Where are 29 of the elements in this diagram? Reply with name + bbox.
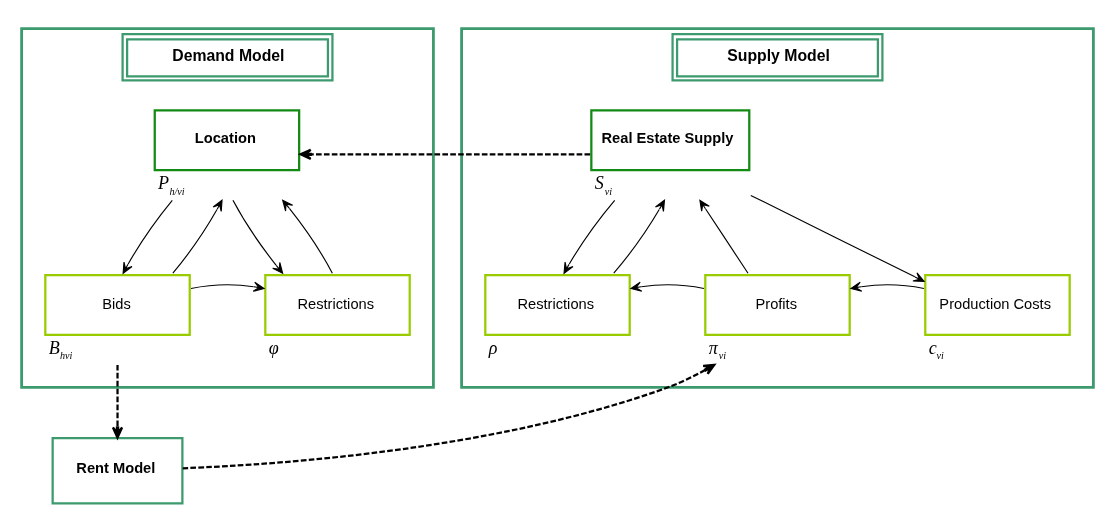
node-label: φ: [268, 337, 279, 358]
node-label: c$_{vi}$: [928, 337, 944, 361]
arrow: [190, 281, 265, 292]
arrow: [613, 199, 665, 274]
node-label: S$_{vi}$: [594, 172, 613, 197]
arrow: [699, 199, 749, 274]
arrow: [232, 199, 284, 274]
node-box: Profits: [704, 273, 851, 336]
arrow: [563, 199, 616, 274]
node-box: Rent Model: [51, 436, 184, 505]
arrow: [282, 199, 333, 274]
node-label: π$_{vi}$: [708, 337, 727, 361]
arrow: [630, 281, 705, 292]
arrow: [850, 281, 925, 292]
node-box: Location: [153, 108, 301, 171]
node-box: Production Costs: [924, 273, 1071, 336]
node-label: ρ: [488, 337, 498, 358]
node-box: Bids: [44, 273, 191, 336]
arrow: [172, 199, 223, 274]
arrow: [111, 364, 124, 439]
arrow: [299, 148, 591, 160]
node-box: Real Estate Supply: [590, 108, 751, 171]
node-label: B$_{hvi}$: [48, 337, 73, 361]
arrow: [182, 363, 716, 469]
node-box: Restrictions: [264, 273, 411, 336]
arrow: [750, 194, 925, 282]
node-label: P$_{h/vi}$: [158, 172, 185, 197]
arrow: [122, 199, 173, 274]
node-box: Restrictions: [484, 273, 631, 336]
